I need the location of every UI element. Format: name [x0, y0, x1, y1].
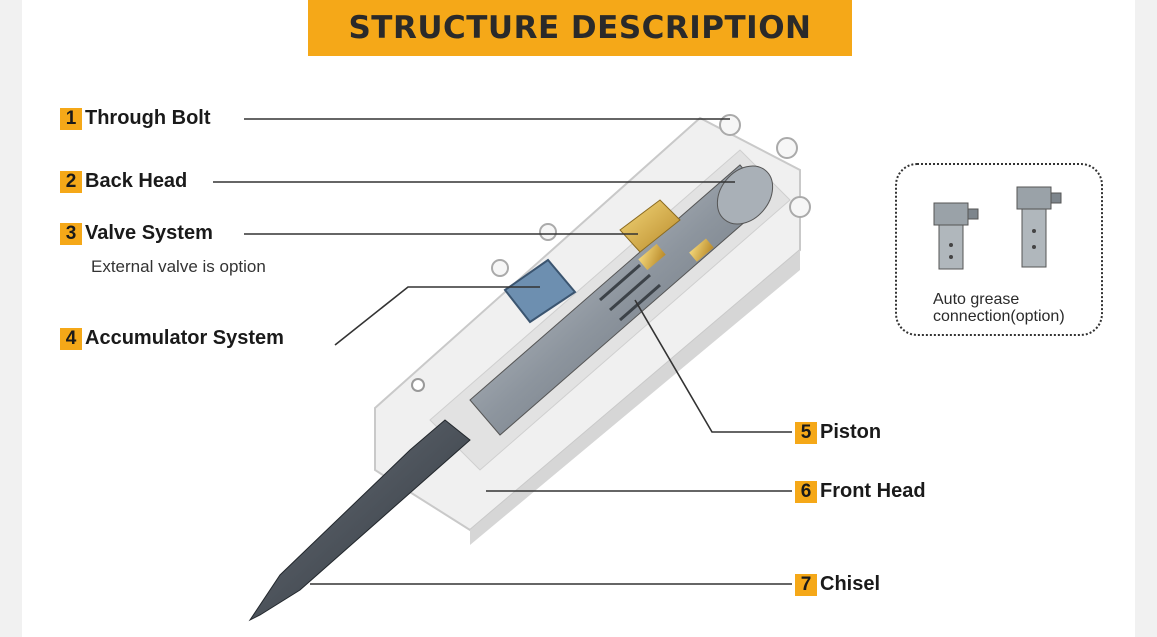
label-text: Piston	[820, 421, 881, 444]
grease-caption: Auto grease connection(option)	[933, 291, 1065, 325]
label-through-bolt: 1 Through Bolt	[60, 107, 211, 130]
grease-fittings-icon	[897, 165, 1101, 285]
label-back-head: 2 Back Head	[60, 170, 187, 193]
label-number: 2	[60, 171, 82, 193]
title-banner: STRUCTURE DESCRIPTION	[308, 0, 852, 56]
label-chisel: 7 Chisel	[795, 573, 880, 596]
page-title: STRUCTURE DESCRIPTION	[348, 10, 811, 46]
label-text: Through Bolt	[85, 107, 211, 130]
chisel	[250, 420, 470, 620]
label-number: 4	[60, 328, 82, 350]
label-accumulator-system: 4 Accumulator System	[60, 327, 284, 350]
label-piston: 5 Piston	[795, 421, 881, 444]
grease-fitting-left-icon	[934, 203, 978, 269]
auto-grease-panel: Auto grease connection(option)	[895, 163, 1103, 336]
label-front-head: 6 Front Head	[795, 480, 926, 503]
label-number: 1	[60, 108, 82, 130]
grease-caption-line2: connection(option)	[933, 308, 1065, 325]
label-text: Back Head	[85, 170, 187, 193]
label-number: 7	[795, 574, 817, 596]
valve-note: External valve is option	[91, 257, 266, 277]
grease-fitting-right-icon	[1017, 187, 1061, 267]
label-text: Valve System	[85, 222, 213, 245]
label-text: Accumulator System	[85, 327, 284, 350]
label-valve-system: 3 Valve System	[60, 222, 213, 245]
label-number: 3	[60, 223, 82, 245]
grease-caption-line1: Auto grease	[933, 291, 1065, 308]
label-text: Chisel	[820, 573, 880, 596]
label-number: 5	[795, 422, 817, 444]
label-text: Front Head	[820, 480, 926, 503]
label-number: 6	[795, 481, 817, 503]
